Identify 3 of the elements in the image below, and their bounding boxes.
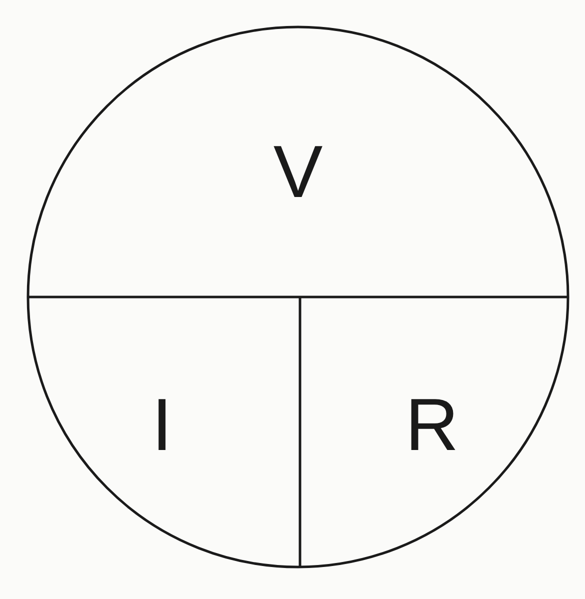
symbol-label: R: [405, 388, 459, 462]
symbol-label: V: [273, 135, 323, 209]
symbol-label: I: [152, 388, 172, 462]
